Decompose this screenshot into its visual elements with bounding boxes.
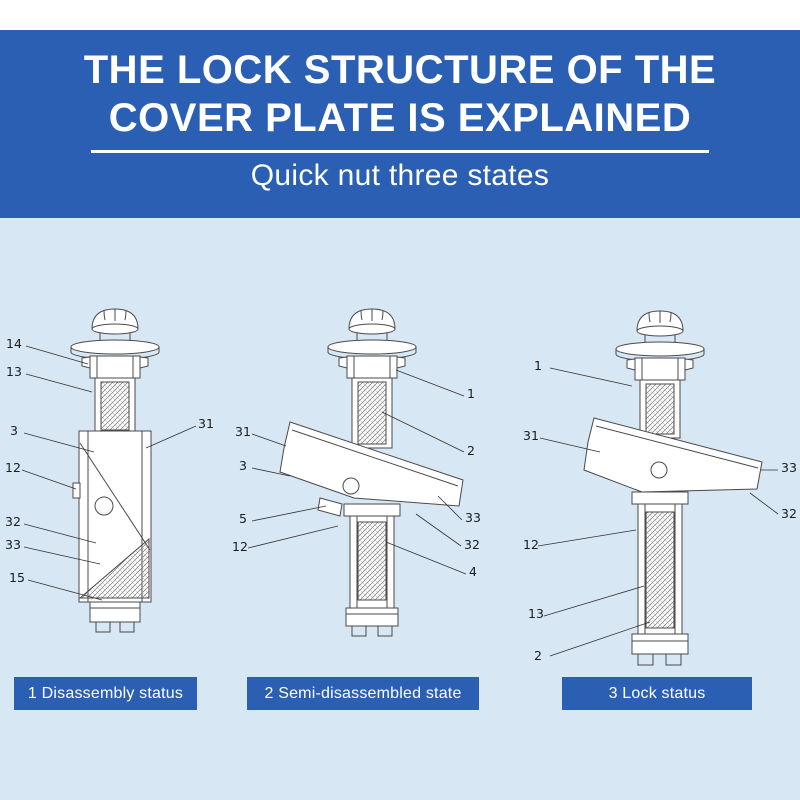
callout-part-12: 12 xyxy=(5,460,21,475)
callout-part-32: 32 xyxy=(781,506,797,521)
title-banner: THE LOCK STRUCTURE OF THE COVER PLATE IS… xyxy=(0,30,800,218)
callout-part-33: 33 xyxy=(5,537,21,552)
callout-part-1: 1 xyxy=(534,358,542,373)
diagram-semi-disassembled-state: 31 3 5 12 1 2 33 32 4 xyxy=(230,300,490,650)
state-label-disassembly: 1 Disassembly status xyxy=(14,677,197,710)
callout-part-33: 33 xyxy=(465,510,481,525)
callout-part-2: 2 xyxy=(534,648,542,663)
callout-part-31: 31 xyxy=(198,416,214,431)
callout-part-32: 32 xyxy=(5,514,21,529)
callout-part-4: 4 xyxy=(469,564,477,579)
diagram-disassembly-status: 14 13 3 12 32 33 15 31 xyxy=(0,300,230,650)
callout-part-1: 1 xyxy=(467,386,475,401)
state-label-semi-disassembled: 2 Semi-disassembled state xyxy=(247,677,479,710)
callout-part-32: 32 xyxy=(464,537,480,552)
leader-lines xyxy=(537,367,779,657)
callout-part-12: 12 xyxy=(523,537,539,552)
callout-part-31: 31 xyxy=(523,428,539,443)
page-title-line2: COVER PLATE IS EXPLAINED xyxy=(108,96,692,140)
callout-part-5: 5 xyxy=(239,511,247,526)
callout-part-13: 13 xyxy=(528,606,544,621)
leader-lines xyxy=(21,345,197,601)
callout-part-12: 12 xyxy=(232,539,248,554)
lock-assembly-illustration-state2 xyxy=(247,308,467,637)
callout-part-2: 2 xyxy=(467,443,475,458)
callout-part-3: 3 xyxy=(239,458,247,473)
callout-part-13: 13 xyxy=(6,364,22,379)
lock-assembly-illustration-state1 xyxy=(21,308,197,633)
page-title-line1: THE LOCK STRUCTURE OF THE xyxy=(83,48,717,92)
lock-assembly-illustration-state3 xyxy=(537,310,779,666)
callout-part-31: 31 xyxy=(235,424,251,439)
diagram-lock-status: 1 31 12 13 2 33 32 xyxy=(520,300,800,690)
title-divider xyxy=(91,150,709,153)
callout-part-33: 33 xyxy=(781,460,797,475)
callout-part-3: 3 xyxy=(10,423,18,438)
callout-part-15: 15 xyxy=(9,570,25,585)
leader-lines xyxy=(247,369,467,575)
subtitle: Quick nut three states xyxy=(250,159,550,192)
page-title: THE LOCK STRUCTURE OF THE COVER PLATE IS… xyxy=(0,30,800,142)
callout-part-14: 14 xyxy=(6,336,22,351)
top-white-strip xyxy=(0,0,800,30)
state-label-lock: 3 Lock status xyxy=(562,677,752,710)
